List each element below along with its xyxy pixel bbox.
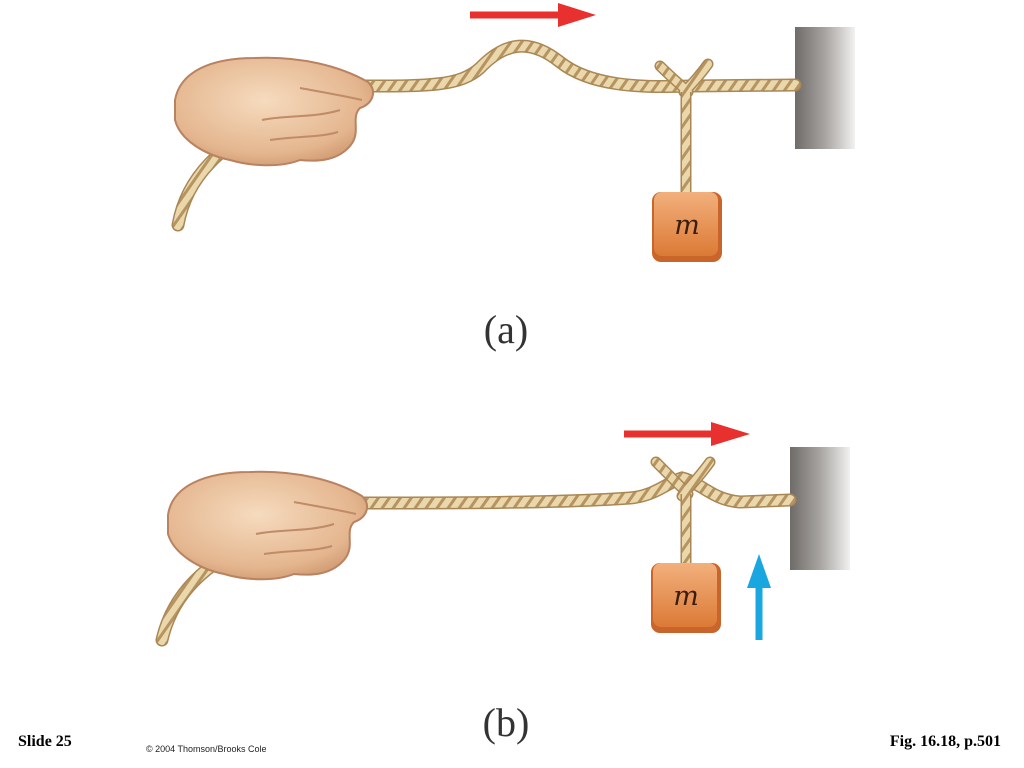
arrow-up-icon	[747, 554, 771, 640]
hand-icon	[167, 470, 369, 581]
caption-a: (a)	[483, 307, 529, 352]
rope-icon	[171, 39, 802, 232]
arrow-right-icon	[624, 422, 750, 446]
arrow-right-icon	[470, 3, 596, 27]
wall-icon	[790, 447, 850, 570]
wall-icon	[795, 27, 855, 149]
panel-b: m	[155, 422, 850, 647]
copyright-notice: © 2004 Thomson/Brooks Cole	[146, 744, 267, 754]
mass-block-icon: m	[651, 563, 721, 633]
hand-icon	[174, 56, 375, 167]
mass-label-a: m	[674, 210, 700, 241]
figure-reference: Fig. 16.18, p.501	[889, 733, 1001, 750]
mass-label-b: m	[673, 581, 699, 612]
slide-number: Slide 25	[18, 733, 72, 750]
panel-a: m	[171, 3, 855, 262]
mass-block-icon: m	[652, 192, 722, 262]
caption-b: (b)	[482, 700, 530, 745]
